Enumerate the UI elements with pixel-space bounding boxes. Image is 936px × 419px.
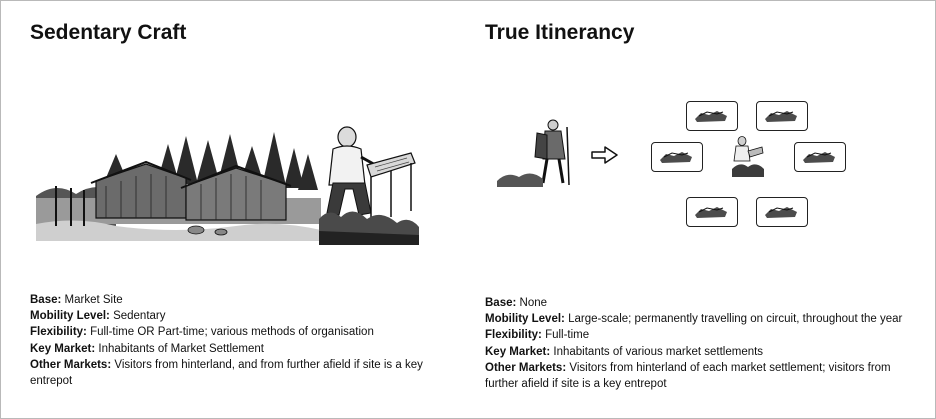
detail-key-market: Key Market: Inhabitants of Market Settle… bbox=[30, 341, 450, 357]
detail-base: Base: None bbox=[485, 295, 925, 311]
detail-value: Full-time OR Part-time; various methods … bbox=[86, 326, 374, 339]
detail-label: Flexibility: bbox=[485, 329, 542, 342]
detail-base: Base: Market Site bbox=[30, 292, 450, 308]
detail-flexibility: Flexibility: Full-time OR Part-time; var… bbox=[30, 324, 450, 340]
seated-craftsman-illustration bbox=[319, 126, 419, 245]
detail-label: Base: bbox=[485, 297, 517, 309]
detail-mobility-level: Mobility Level: Sedentary bbox=[30, 308, 450, 324]
farmstead-illustration bbox=[36, 132, 321, 241]
detail-label: Key Market: bbox=[30, 342, 96, 355]
detail-value: Visitors from hinterland of each market … bbox=[485, 361, 891, 391]
traveller-illustration bbox=[497, 119, 570, 187]
detail-label: Key Market: bbox=[485, 345, 551, 358]
detail-value: Visitors from hinterland, and from furth… bbox=[30, 358, 423, 388]
detail-label: Base: bbox=[30, 294, 62, 306]
detail-flexibility: Flexibility: Full-time bbox=[485, 327, 925, 343]
settlement-icon bbox=[794, 142, 846, 172]
settlement-icon bbox=[686, 101, 738, 131]
central-craftsman-illustration bbox=[732, 136, 764, 177]
detail-value: Inhabitants of various market settlement… bbox=[550, 345, 764, 358]
detail-value: Large-scale; permanently travelling on c… bbox=[564, 313, 903, 326]
detail-value: Inhabitants of Market Settlement bbox=[95, 342, 264, 355]
true-itinerancy-title: True Itinerancy bbox=[485, 21, 635, 44]
detail-value: Full-time bbox=[541, 329, 590, 342]
sedentary-craft-title: Sedentary Craft bbox=[30, 21, 187, 44]
right-arrow-icon bbox=[591, 146, 618, 164]
detail-key-market: Key Market: Inhabitants of various marke… bbox=[485, 344, 925, 360]
itinerancy-details: Base: None Mobility Level: Large-scale; … bbox=[485, 295, 925, 392]
settlement-icon bbox=[651, 142, 703, 172]
detail-other-markets: Other Markets: Visitors from hinterland,… bbox=[30, 357, 450, 389]
detail-value: None bbox=[516, 297, 548, 309]
detail-label: Flexibility: bbox=[30, 326, 87, 339]
detail-mobility-level: Mobility Level: Large-scale; permanently… bbox=[485, 311, 925, 327]
detail-label: Mobility Level: bbox=[485, 313, 565, 326]
detail-label: Mobility Level: bbox=[30, 310, 110, 323]
settlement-icon bbox=[756, 197, 808, 227]
detail-value: Sedentary bbox=[109, 310, 166, 323]
detail-label: Other Markets: bbox=[30, 358, 112, 371]
settlement-icon bbox=[756, 101, 808, 131]
settlement-icon bbox=[686, 197, 738, 227]
detail-other-markets: Other Markets: Visitors from hinterland … bbox=[485, 360, 925, 392]
sedentary-details: Base: Market Site Mobility Level: Sedent… bbox=[30, 292, 450, 389]
detail-value: Market Site bbox=[61, 294, 123, 306]
detail-label: Other Markets: bbox=[485, 361, 567, 374]
